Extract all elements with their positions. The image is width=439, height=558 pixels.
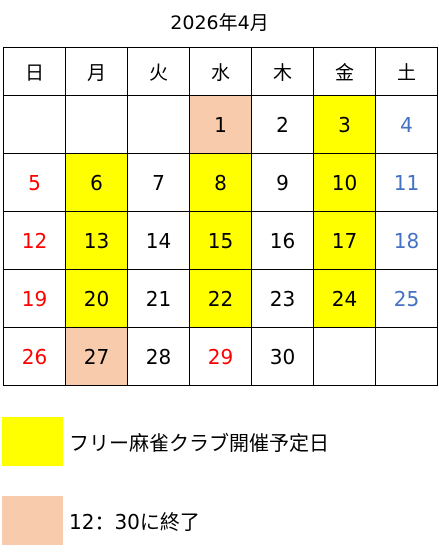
weekday-thursday: 木 xyxy=(251,47,314,96)
weekday-saturday: 土 xyxy=(375,47,438,96)
weekday-wednesday: 水 xyxy=(189,47,252,96)
week-row-2: 5 6 7 8 9 10 11 xyxy=(3,153,438,212)
day-cell: 4 xyxy=(375,95,438,154)
day-cell: 13 xyxy=(65,211,128,270)
day-cell: 8 xyxy=(189,153,252,212)
weekday-header-row: 日 月 火 水 木 金 土 xyxy=(3,47,438,96)
legend-label-club-days: フリー麻雀クラブ開催予定日 xyxy=(69,431,329,455)
day-cell: 7 xyxy=(127,153,190,212)
day-cell: 11 xyxy=(375,153,438,212)
day-cell xyxy=(3,95,66,154)
weekday-friday: 金 xyxy=(313,47,376,96)
weekday-monday: 月 xyxy=(65,47,128,96)
day-cell: 19 xyxy=(3,269,66,328)
day-cell: 5 xyxy=(3,153,66,212)
day-cell: 28 xyxy=(127,327,190,386)
day-cell: 3 xyxy=(313,95,376,154)
day-cell: 21 xyxy=(127,269,190,328)
day-cell xyxy=(65,95,128,154)
legend-item-early-close: 12：30に終了 xyxy=(2,496,200,545)
day-cell: 29 xyxy=(189,327,252,386)
day-cell: 2 xyxy=(251,95,314,154)
day-cell: 15 xyxy=(189,211,252,270)
day-cell: 23 xyxy=(251,269,314,328)
day-cell xyxy=(375,327,438,386)
legend-swatch-salmon xyxy=(2,496,63,545)
week-row-3: 12 13 14 15 16 17 18 xyxy=(3,211,438,270)
day-cell: 25 xyxy=(375,269,438,328)
weekday-sunday: 日 xyxy=(3,47,66,96)
day-cell: 24 xyxy=(313,269,376,328)
legend-item-club-days: フリー麻雀クラブ開催予定日 xyxy=(2,417,329,466)
day-cell xyxy=(127,95,190,154)
day-cell: 27 xyxy=(65,327,128,386)
day-cell: 12 xyxy=(3,211,66,270)
day-cell: 18 xyxy=(375,211,438,270)
day-cell: 10 xyxy=(313,153,376,212)
week-row-4: 19 20 21 22 23 24 25 xyxy=(3,269,438,328)
calendar-grid: 日 月 火 水 木 金 土 1 2 3 4 5 6 7 8 9 10 11 xyxy=(3,47,438,386)
day-cell: 6 xyxy=(65,153,128,212)
day-cell: 1 xyxy=(189,95,252,154)
day-cell: 22 xyxy=(189,269,252,328)
day-cell: 30 xyxy=(251,327,314,386)
day-cell: 20 xyxy=(65,269,128,328)
legend-label-early-close: 12：30に終了 xyxy=(69,510,200,534)
day-cell: 9 xyxy=(251,153,314,212)
calendar-title: 2026年4月 xyxy=(170,12,269,34)
day-cell xyxy=(313,327,376,386)
week-row-5: 26 27 28 29 30 xyxy=(3,327,438,386)
legend-swatch-yellow xyxy=(2,417,63,466)
weekday-tuesday: 火 xyxy=(127,47,190,96)
day-cell: 16 xyxy=(251,211,314,270)
day-cell: 17 xyxy=(313,211,376,270)
week-row-1: 1 2 3 4 xyxy=(3,95,438,154)
day-cell: 14 xyxy=(127,211,190,270)
day-cell: 26 xyxy=(3,327,66,386)
